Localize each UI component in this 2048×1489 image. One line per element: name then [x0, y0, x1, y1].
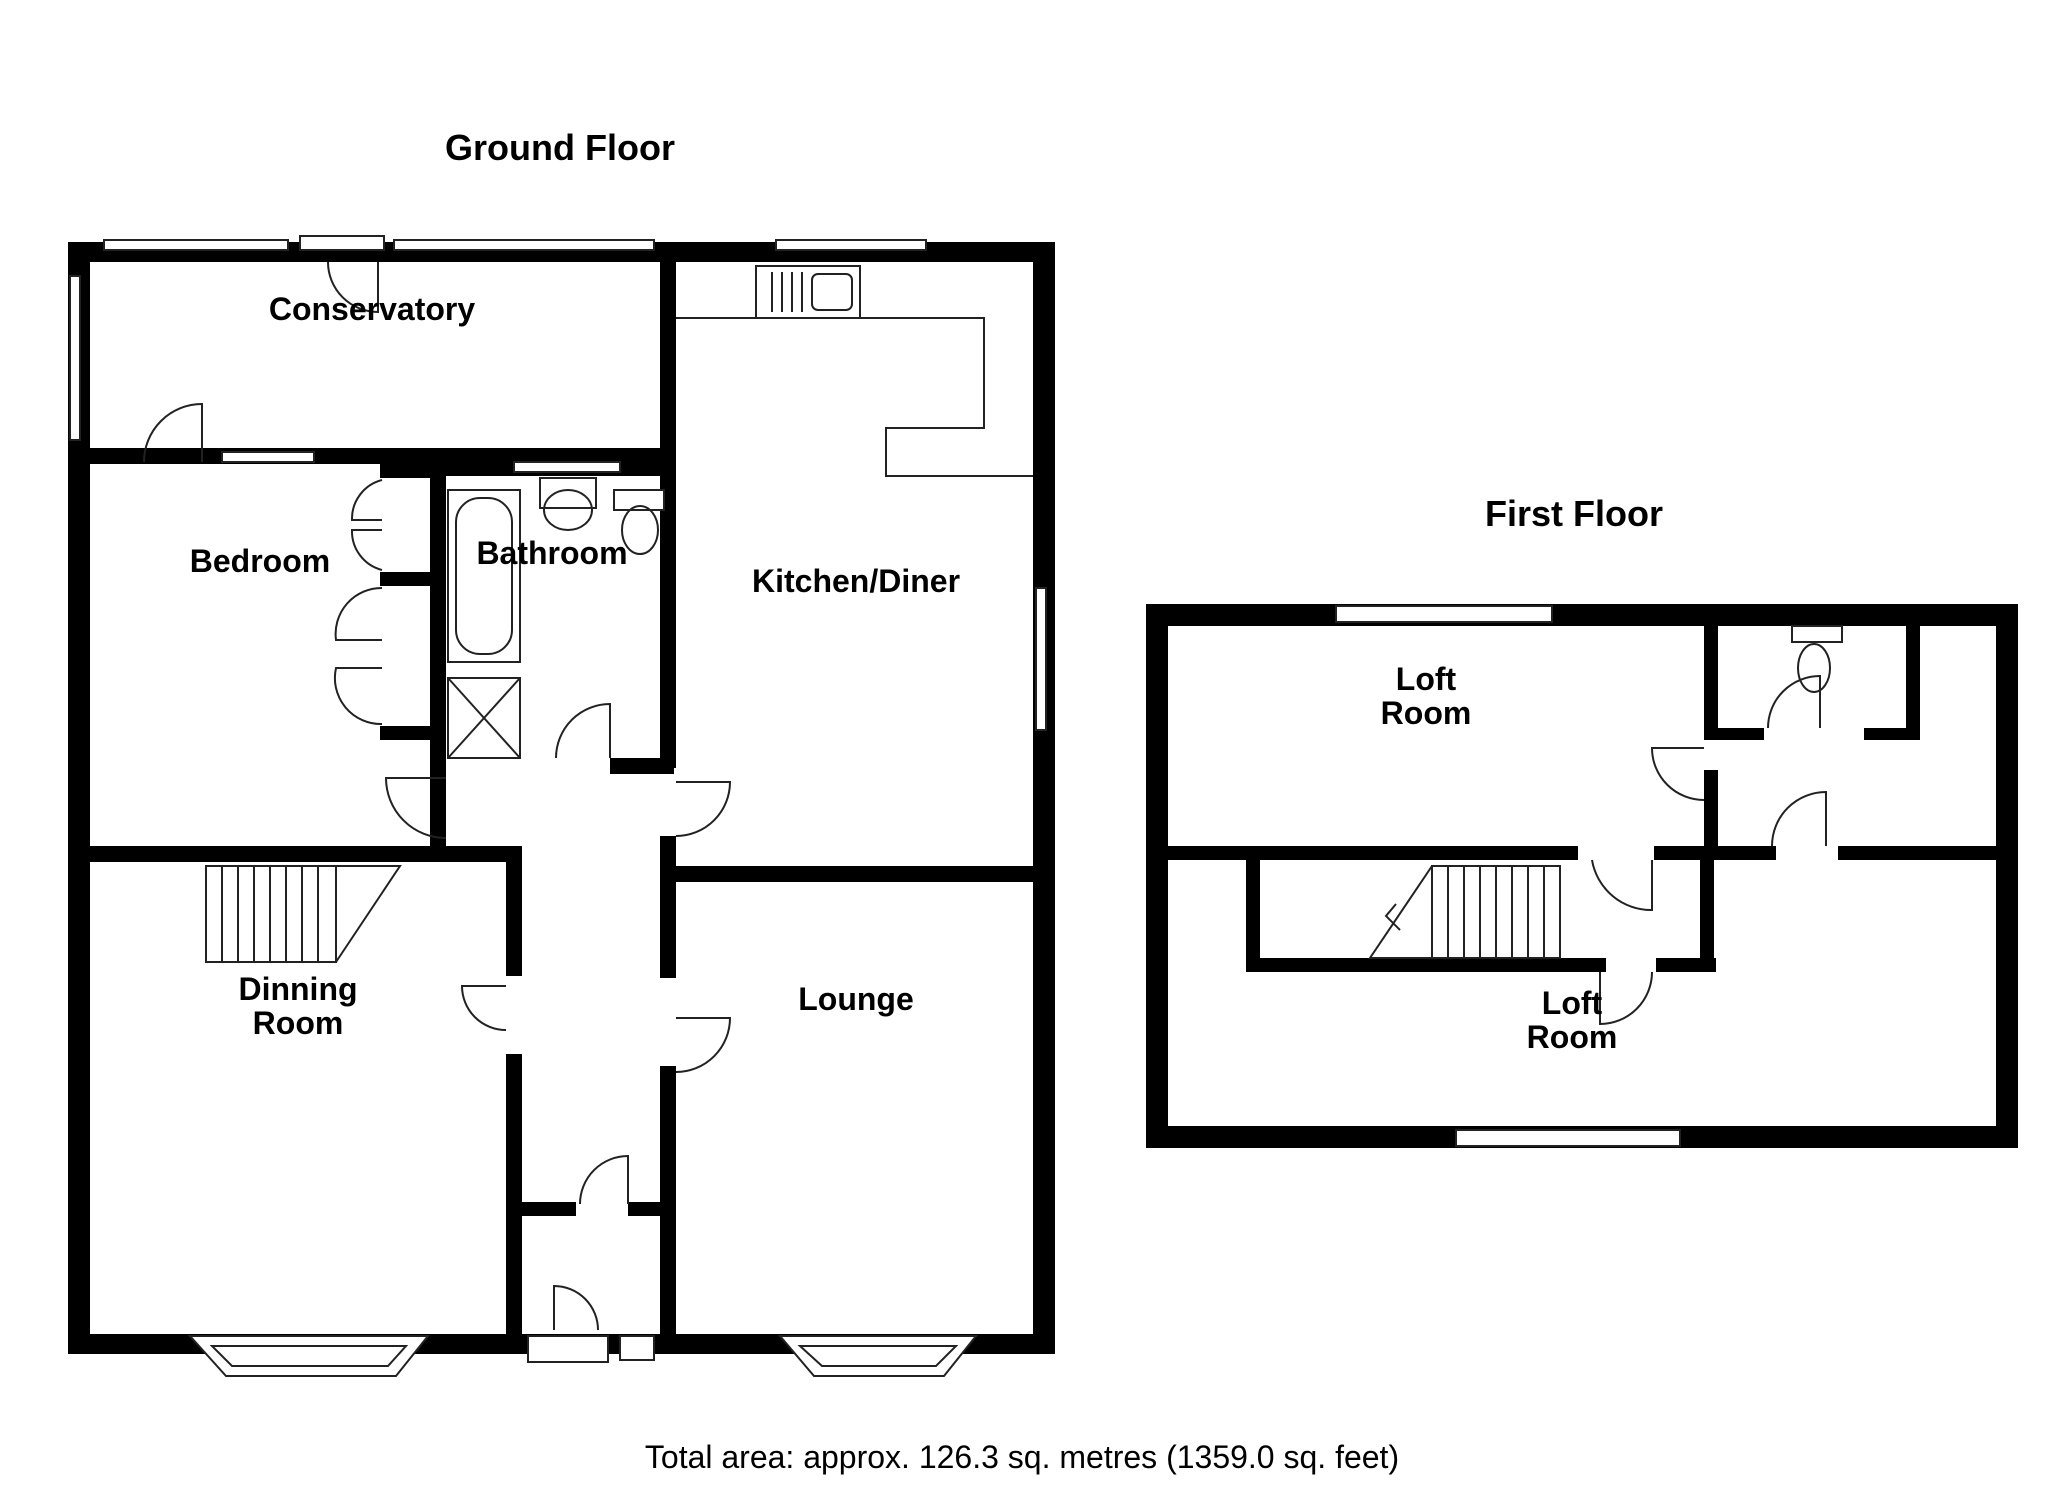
- wardrobe-door-1: [350, 479, 383, 521]
- first-floor-title: First Floor: [1485, 493, 1663, 534]
- window-bathroom: [513, 461, 621, 473]
- wall-first-middle-mid: [1654, 846, 1710, 860]
- toilet-icon: [613, 489, 665, 511]
- wall-lounge-west-upper: [660, 866, 676, 978]
- wall-kitchen-south: [660, 866, 1055, 882]
- first-floor-walls: [1146, 604, 2018, 1148]
- wall-stairs-west: [1246, 856, 1260, 972]
- wall-dining-east-upper: [506, 846, 522, 976]
- room-label-kitchen: Kitchen/Diner: [752, 563, 960, 599]
- ground-floor-title: Ground Floor: [445, 127, 675, 168]
- basin-icon: [539, 477, 597, 509]
- wall-dining-east-lower: [506, 1054, 522, 1354]
- wall-ground-east: [1033, 242, 1055, 1354]
- wall-wc-east: [1906, 626, 1920, 740]
- door-loft-landing: [1650, 747, 1705, 801]
- first-floor-labels: Loft Room Loft Room: [1381, 661, 1618, 1055]
- door-lounge-hall: [675, 1017, 732, 1073]
- wall-wc-south-right: [1864, 728, 1920, 740]
- window-loft-north: [1335, 605, 1553, 623]
- window-porch: [619, 1335, 655, 1361]
- door-wc: [1767, 674, 1821, 729]
- window-kitchen-east: [1035, 587, 1047, 731]
- total-area-caption: Total area: approx. 126.3 sq. metres (13…: [645, 1439, 1399, 1475]
- wall-dining-north-east: [440, 846, 520, 862]
- room-label-bedroom: Bedroom: [190, 543, 330, 579]
- room-label-lounge: Lounge: [798, 981, 914, 1017]
- ground-floor-walls: [68, 242, 1055, 1354]
- wardrobe-door-2: [334, 586, 383, 641]
- wall-first-middle-left: [1168, 846, 1578, 860]
- room-label-loft1-line2: Room: [1381, 695, 1472, 731]
- first-floor-windows: [1335, 605, 1681, 1147]
- room-label-dining-line1: Dinning: [238, 971, 357, 1007]
- ground-floor-windows: [69, 235, 1047, 1377]
- room-label-loft2-line2: Room: [1527, 1019, 1618, 1055]
- wall-ground-west: [68, 242, 90, 1354]
- door-loft-right: [1771, 790, 1827, 847]
- door-porch-inner: [579, 1154, 629, 1205]
- ground-floor-doors: [143, 261, 732, 1331]
- wall-wc-south-left: [1704, 728, 1764, 740]
- wall-landing-stub: [1704, 770, 1718, 860]
- bath-icon: [447, 489, 521, 663]
- door-frame-front: [527, 1335, 609, 1363]
- first-floor-doors: [1591, 674, 1827, 1026]
- wall-bathroom-south: [610, 758, 674, 774]
- room-label-dining-line2: Room: [253, 1005, 344, 1041]
- door-frame-conservatory: [299, 235, 385, 251]
- window-conservatory-side: [69, 275, 81, 441]
- first-floor-fixtures: [1368, 625, 1843, 959]
- wall-wc-west: [1704, 626, 1718, 740]
- door-kitchen-hall: [675, 781, 732, 837]
- toilet-first-icon: [1791, 625, 1843, 643]
- wall-porch-north-right: [628, 1202, 676, 1216]
- wall-bathroom-west: [430, 460, 446, 774]
- wall-stairs-east: [1700, 856, 1714, 972]
- wall-kitchen-west: [660, 242, 676, 768]
- wall-porch-north-left: [522, 1202, 576, 1216]
- wall-first-north: [1146, 604, 2018, 626]
- wall-wardrobe-bottom: [380, 726, 434, 740]
- door-bedroom-conservatory: [143, 402, 203, 463]
- window-conservatory-2: [393, 239, 655, 251]
- window-bedroom: [221, 451, 315, 463]
- door-landing-left: [1591, 859, 1653, 912]
- window-kitchen-north: [775, 239, 927, 251]
- room-label-conservatory: Conservatory: [269, 291, 476, 327]
- door-bathroom: [555, 702, 611, 759]
- door-front: [553, 1284, 599, 1331]
- window-loft-south: [1455, 1129, 1681, 1147]
- door-loft-lower: [1599, 971, 1653, 1026]
- ground-floor-labels: Conservatory Bedroom Bathroom Kitchen/Di…: [190, 291, 960, 1041]
- door-bedroom-hall: [384, 777, 447, 839]
- door-dining-hall: [460, 985, 507, 1031]
- wall-first-middle-mid2: [1710, 846, 1776, 860]
- room-label-bathroom: Bathroom: [476, 535, 627, 571]
- wall-first-east: [1996, 604, 2018, 1148]
- kitchen-worktop: [676, 317, 1033, 477]
- door-conservatory-outer: [327, 261, 379, 314]
- room-label-loft1-line1: Loft: [1396, 661, 1457, 697]
- bay-window-dining: [187, 1335, 431, 1377]
- wall-wardrobe-top: [380, 464, 434, 478]
- window-conservatory-1: [103, 239, 289, 251]
- wall-stairs-south: [1246, 958, 1606, 972]
- wall-first-middle-right: [1838, 846, 1996, 860]
- ground-floor-fixtures: [205, 265, 1033, 963]
- wall-first-west: [1146, 604, 1168, 1148]
- wall-bedroom-south: [68, 846, 448, 862]
- wall-wardrobe-mid: [380, 572, 434, 586]
- room-label-loft2-line1: Loft: [1542, 985, 1603, 1021]
